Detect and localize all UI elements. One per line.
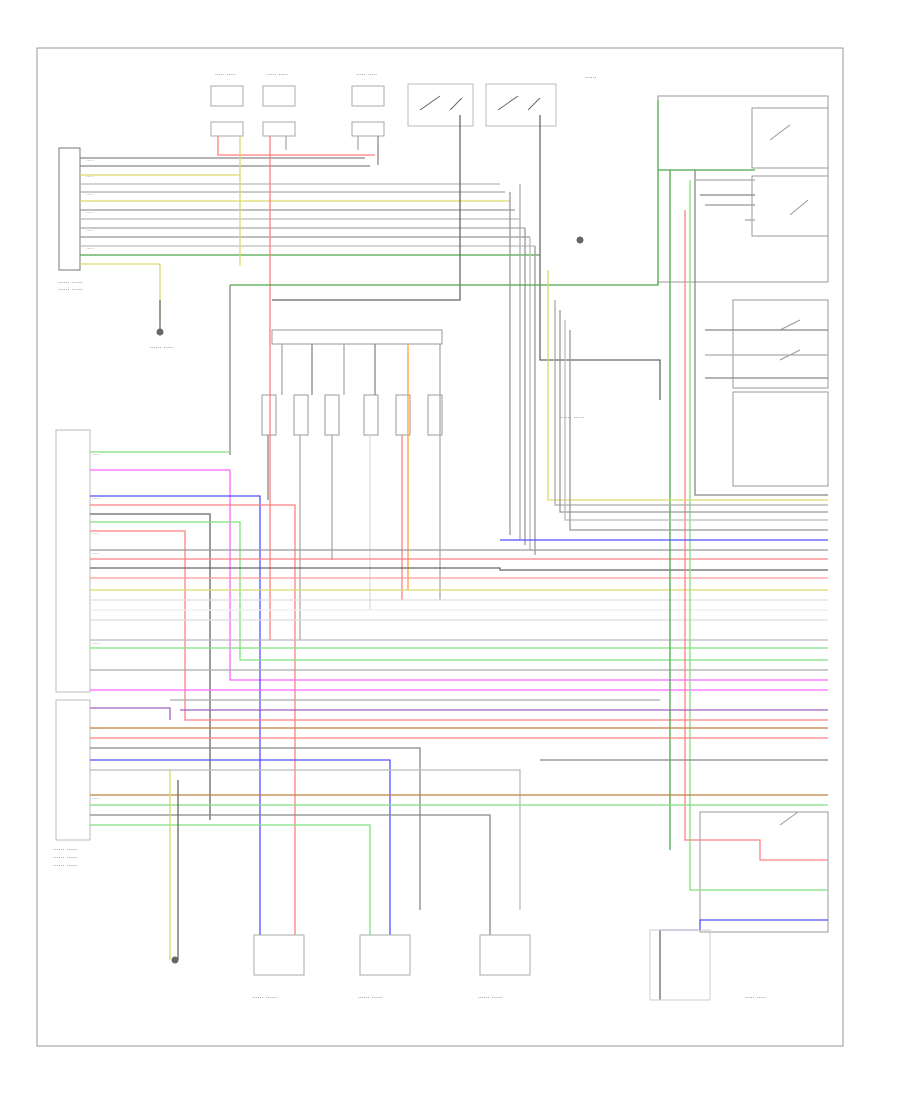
svg-text:····· ·····: ····· ····· bbox=[267, 72, 288, 79]
svg-text:······ ······: ······ ······ bbox=[252, 995, 277, 1002]
svg-text:····· ·····: ····· ····· bbox=[356, 72, 377, 79]
bottom-connectors bbox=[253, 929, 711, 1001]
svg-text:······ ·····: ······ ····· bbox=[150, 345, 173, 352]
main-relay bbox=[657, 95, 829, 283]
sensor-connector-1 bbox=[210, 85, 244, 137]
svg-text:······ ······: ······ ······ bbox=[560, 415, 585, 422]
injector-fuse-block bbox=[271, 329, 443, 345]
ignition-switch bbox=[407, 83, 557, 127]
ground-symbols bbox=[156, 236, 584, 964]
svg-text:······ ······: ······ ······ bbox=[58, 280, 83, 287]
svg-text:·····: ····· bbox=[86, 158, 94, 164]
svg-text:·····: ····· bbox=[92, 641, 100, 647]
climate-wires bbox=[80, 157, 540, 330]
component-labels: ····· ····· ····· ····· ····· ····· ····… bbox=[86, 72, 766, 1002]
sensor-connector-3 bbox=[351, 85, 385, 137]
ecm-wires-lower bbox=[90, 699, 828, 1000]
diagram-frame bbox=[36, 47, 844, 1047]
svg-text:······: ······ bbox=[585, 75, 597, 82]
svg-text:·····: ····· bbox=[86, 246, 94, 252]
svg-text:·····: ····· bbox=[86, 174, 94, 180]
fuel-pump-relay bbox=[732, 299, 829, 389]
svg-text:·····: ····· bbox=[92, 531, 100, 537]
sensor-connector-2 bbox=[262, 85, 296, 137]
fuel-injectors bbox=[261, 394, 443, 436]
svg-text:·····: ····· bbox=[92, 496, 100, 502]
svg-text:······ ······: ······ ······ bbox=[58, 287, 83, 294]
svg-text:······ ······: ······ ······ bbox=[53, 855, 78, 862]
svg-text:·····: ····· bbox=[92, 796, 100, 802]
svg-text:······ ······: ······ ······ bbox=[358, 995, 383, 1002]
svg-text:······ ······: ······ ······ bbox=[478, 995, 503, 1002]
svg-text:·····: ····· bbox=[92, 551, 100, 557]
svg-text:······ ······: ······ ······ bbox=[53, 847, 78, 854]
sensor-wires bbox=[217, 100, 661, 640]
svg-text:······ ······: ······ ······ bbox=[53, 863, 78, 870]
injector-wires bbox=[267, 344, 441, 640]
svg-text:·····: ····· bbox=[86, 192, 94, 198]
climate-control-connector: ······ ······ ······ ······ bbox=[58, 147, 83, 294]
svg-text:····· ·····: ····· ····· bbox=[745, 995, 766, 1002]
engine-control-module-connector: ······ ······ ······ ······ ······ ·····… bbox=[53, 429, 91, 870]
svg-text:·····: ····· bbox=[92, 726, 100, 732]
speed-sensor-box bbox=[732, 391, 829, 487]
svg-text:····· ·····: ····· ····· bbox=[215, 72, 236, 79]
lower-right-switch bbox=[699, 811, 829, 933]
svg-text:·····: ····· bbox=[86, 228, 94, 234]
svg-text:·····: ····· bbox=[92, 452, 100, 458]
svg-text:·····: ····· bbox=[86, 210, 94, 216]
right-vertical-wires bbox=[500, 169, 828, 891]
